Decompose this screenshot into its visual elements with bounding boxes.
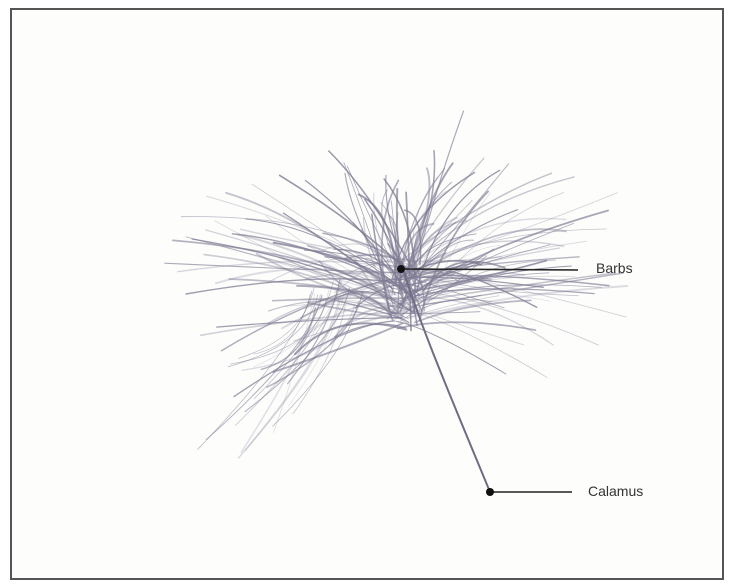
calamus-pointer [486,488,572,496]
calamus-label: Calamus [588,483,643,499]
feather-barbs [165,111,628,458]
barb-strand [396,321,506,374]
barbs-label: Barbs [596,260,633,276]
figure-frame: Barbs Calamus [10,8,724,580]
barb-strand [398,322,536,330]
